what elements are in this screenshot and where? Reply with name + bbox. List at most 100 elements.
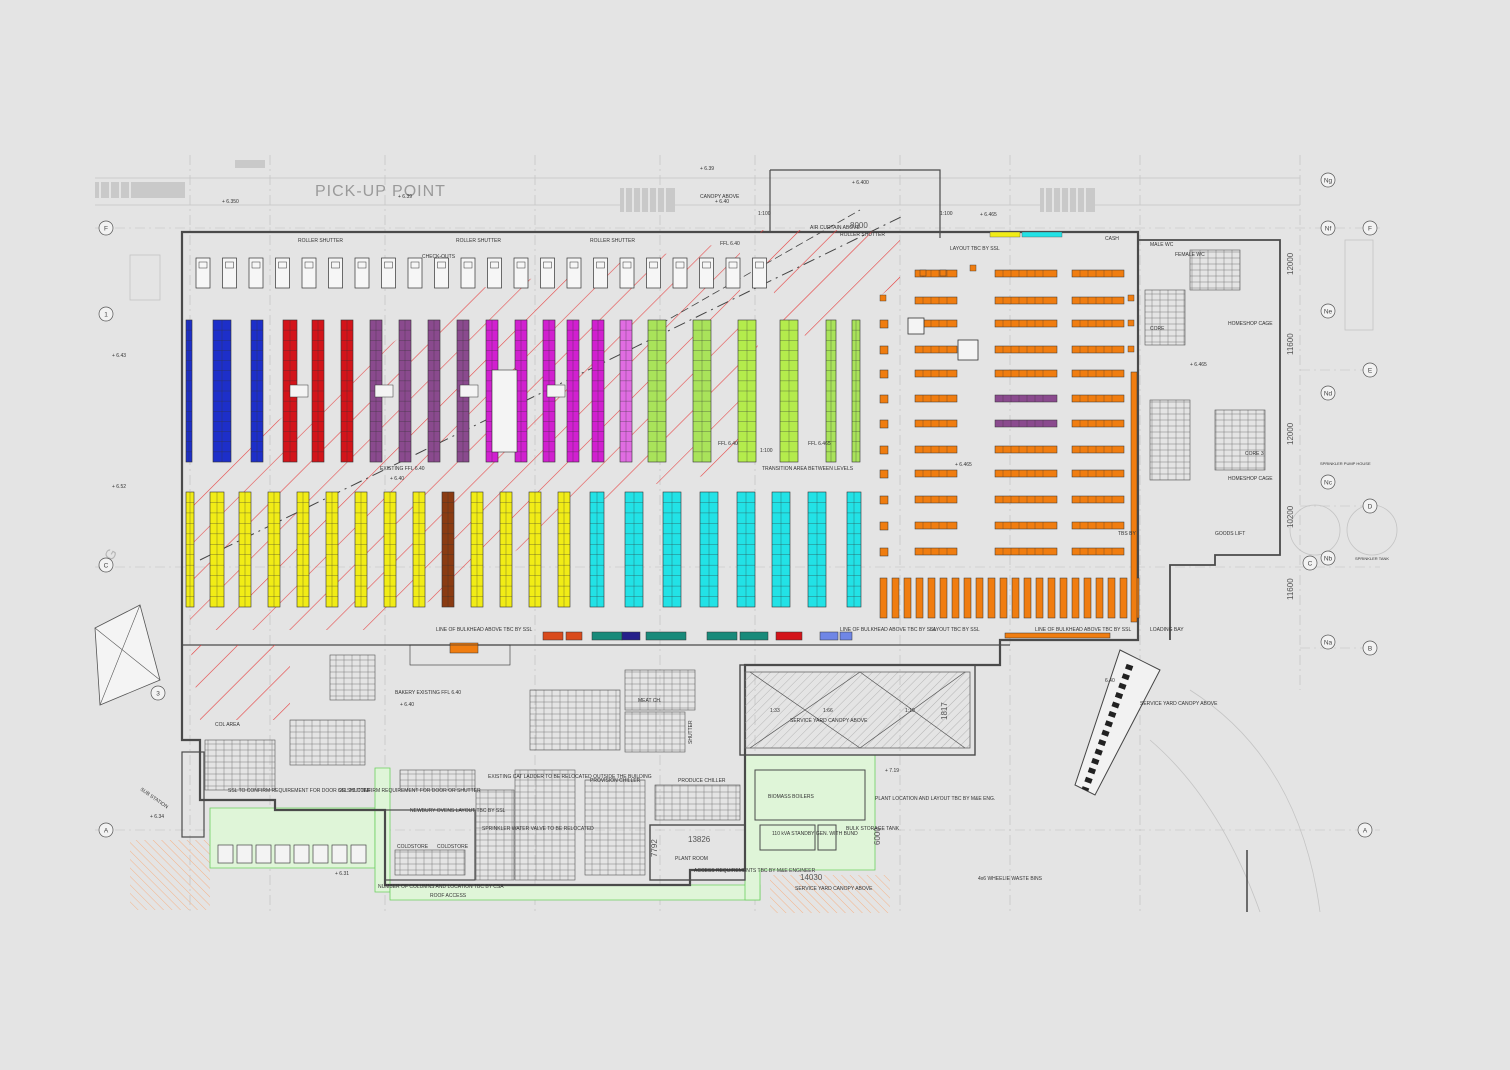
checkout — [301, 257, 317, 289]
level-mark: + 6.43 — [112, 353, 126, 359]
checkout-till — [490, 261, 499, 269]
homeshop-label: HOMESHOP CAGE — [1228, 321, 1273, 327]
shelf-unit — [879, 495, 889, 505]
shelf-unit — [994, 319, 1058, 328]
shelf-unit — [879, 345, 889, 355]
grid-bubble — [1320, 385, 1336, 401]
shelf-unit — [1071, 445, 1125, 454]
grid-bubble — [1320, 303, 1336, 319]
bulkhead-label: LINE OF BULKHEAD ABOVE TBC BY SSL — [1035, 627, 1131, 633]
shelf-unit — [914, 547, 958, 556]
checkout — [381, 257, 396, 289]
landscape-left — [209, 807, 376, 869]
sub-station-label: SUB STATION — [139, 787, 169, 811]
grid-bubble — [1320, 474, 1336, 490]
checkout — [354, 257, 370, 289]
shelf-unit — [1127, 294, 1135, 302]
checkout-till — [463, 261, 473, 269]
checkout-till — [357, 261, 367, 269]
aisle-gap — [289, 384, 309, 398]
shelf-unit — [879, 521, 889, 531]
shelf-unit — [994, 369, 1058, 378]
shelf-unit — [879, 394, 889, 404]
checkout-till — [622, 261, 632, 269]
shelving-aisles — [185, 264, 1140, 639]
shelf-unit — [914, 419, 958, 428]
pickup-parking — [95, 160, 1095, 212]
grid-bubble-label: C — [104, 563, 109, 570]
level-mark: + 6.39 — [398, 194, 412, 200]
grid-bubble-label: F — [1368, 226, 1372, 233]
shelf-unit — [879, 469, 889, 479]
checkout-till — [384, 261, 393, 269]
parking-bay — [236, 844, 253, 864]
grid-bubble-label: D — [1368, 504, 1373, 511]
checkout-till — [198, 261, 208, 269]
shelf-unit — [1071, 345, 1125, 354]
shelf-unit — [1107, 577, 1116, 619]
sprinkler-pump-label: SPRINKLER PUMP HOUSE — [1320, 461, 1371, 466]
grid-bubble-label: 3 — [156, 691, 160, 698]
checkout-till — [225, 261, 234, 269]
slope-label: 1:100 — [760, 448, 773, 454]
shelf-unit — [1071, 419, 1125, 428]
grid-bubble — [1362, 362, 1378, 378]
tbs-label: TBS BY — [1118, 531, 1136, 537]
counter-outline — [409, 644, 511, 666]
ssl-note: SSL TO CONFIRM REQUIREMENT FOR DOOR OR S… — [228, 788, 371, 794]
checkout — [487, 257, 502, 289]
level-mark: + 6.465 — [1190, 362, 1207, 368]
parking-bay — [255, 844, 272, 864]
pickup-point-label: PICK-UP POINT — [315, 183, 446, 200]
ssl-unit — [1021, 231, 1063, 238]
level-mark: + 6.465 — [980, 212, 997, 218]
grid-bubble-label: Nb — [1324, 556, 1333, 563]
shelf-unit — [1071, 577, 1080, 619]
level-mark: + 7.19 — [885, 768, 899, 774]
shelf-unit — [994, 269, 1058, 278]
shelf-unit — [1071, 469, 1125, 478]
level-mark: + 6.350 — [222, 199, 239, 205]
site-outline — [95, 177, 1398, 913]
shelf-unit — [1004, 632, 1111, 639]
shelf-unit — [919, 269, 927, 277]
level-label: EXISTING FFL 6.40 — [380, 466, 425, 472]
grid-bubble-label: Ne — [1324, 309, 1333, 316]
checkout — [619, 257, 635, 289]
checkout — [434, 257, 449, 289]
columns-label: NUMBER OF COLUMNS AND LOCATION TBC BY CS… — [378, 884, 504, 890]
grid-bubble — [1357, 822, 1373, 838]
checkout — [275, 257, 290, 289]
core-label: CORE — [1150, 326, 1165, 332]
checkouts — [195, 257, 767, 289]
counter — [706, 631, 738, 641]
roller-shutter-label: ROLLER SHUTTER — [590, 238, 635, 244]
external-hatch-left — [130, 840, 210, 910]
transition-label: TRANSITION AREA BETWEEN LEVELS — [762, 466, 854, 472]
level-label: + 6.40 — [400, 702, 414, 708]
shelf-unit — [879, 319, 889, 329]
dimension-label: 6000 — [873, 827, 882, 845]
ladder-label: EXISTING CAT LADDER TO BE RELOCATED OUTS… — [488, 774, 652, 780]
shelf-unit — [1071, 495, 1125, 504]
shelf-unit — [1035, 577, 1044, 619]
checkout — [195, 257, 211, 289]
shelf-unit — [1059, 577, 1068, 619]
shelf-unit — [994, 345, 1058, 354]
service-yard-label: SERVICE YARD CANOPY ABOVE — [1140, 701, 1218, 707]
dimension-label: 13826 — [688, 835, 711, 844]
checkout-till — [649, 261, 658, 269]
shelf-unit — [1130, 371, 1138, 623]
grid-bubble — [1362, 220, 1378, 236]
loading-bay-label: LOADING BAY — [1150, 627, 1184, 633]
checkout — [672, 257, 688, 289]
meat-chiller-label: MEAT CH. — [638, 698, 661, 704]
shelf-unit — [914, 394, 958, 403]
bulk-storage-label: BULK STORAGE TANK — [846, 826, 900, 832]
grid-bubble — [98, 557, 114, 573]
shelf-unit — [994, 445, 1058, 454]
shelf-unit — [994, 419, 1058, 428]
loading-ramp — [1074, 649, 1161, 796]
shelf-unit — [1083, 577, 1092, 619]
plant-room-label: PLANT ROOM — [675, 856, 708, 862]
